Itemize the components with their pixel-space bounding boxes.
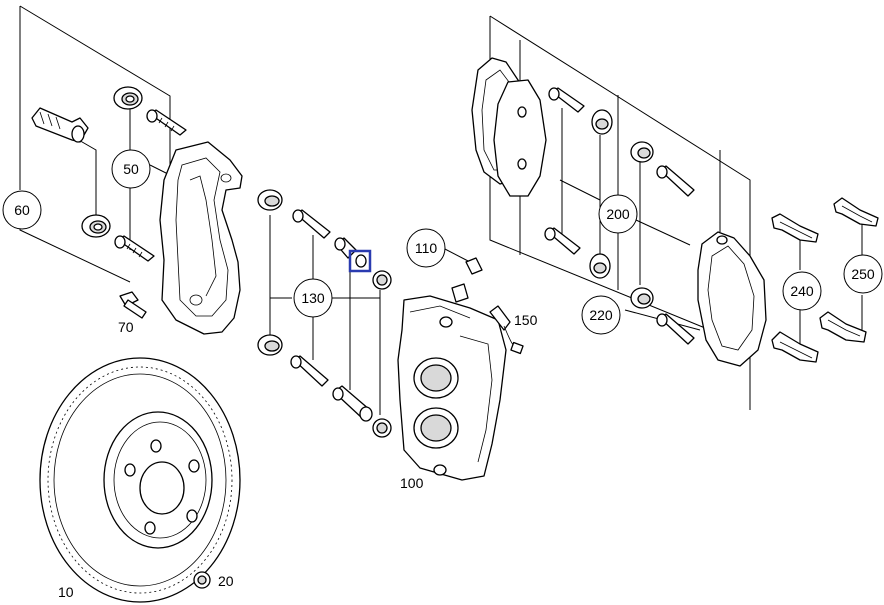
- part-200-top-bolt: [548, 87, 585, 113]
- part-130-top-pin: [292, 209, 331, 239]
- part-240-bottom-clip: [771, 331, 819, 363]
- part-250-bottom-clip: [819, 311, 867, 343]
- part-60-sensor: [31, 107, 89, 143]
- part-110-bleed-screw: [451, 257, 483, 303]
- callout-220[interactable]: 220: [581, 295, 621, 335]
- callout-70-label[interactable]: 70: [118, 319, 134, 335]
- part-130-top-boot: [257, 189, 283, 211]
- part-200-mid-bolt: [544, 227, 581, 255]
- callout-130-label[interactable]: 130: [301, 290, 325, 306]
- callout-130[interactable]: 130: [293, 278, 333, 318]
- callout-60-label[interactable]: 60: [14, 202, 30, 218]
- part-240-top-clip: [771, 213, 819, 243]
- callout-240[interactable]: 240: [782, 271, 822, 311]
- part-250-top-clip: [833, 197, 879, 227]
- part-130-bottom-sleeve: [332, 385, 373, 422]
- callout-60[interactable]: 60: [2, 190, 42, 230]
- callout-20-label[interactable]: 20: [218, 573, 234, 589]
- rear-brake-pad: [697, 231, 767, 367]
- part-150-wear-sensor: [489, 305, 524, 355]
- part-200-top-pin: [656, 165, 695, 197]
- callout-50[interactable]: 50: [111, 149, 151, 189]
- callout-240-label[interactable]: 240: [790, 283, 814, 299]
- part-130-top-seal: [372, 270, 392, 290]
- callout-200[interactable]: 200: [598, 194, 638, 234]
- callout-150-label[interactable]: 150: [514, 312, 538, 328]
- part-130-bottom-boot: [257, 334, 283, 356]
- callout-10-label[interactable]: 10: [58, 584, 74, 600]
- part-10-brake-disc: [39, 357, 241, 603]
- callout-110[interactable]: 110: [406, 228, 446, 268]
- part-130-bottom-seal: [372, 418, 392, 438]
- callout-50-label[interactable]: 50: [123, 161, 139, 177]
- part-130-highlighted-cap[interactable]: [348, 249, 372, 273]
- part-50-top-bolt: [146, 109, 187, 136]
- part-70-bolt: [119, 291, 147, 319]
- callout-110-label[interactable]: 110: [415, 240, 438, 256]
- part-200-mid-bushing: [630, 287, 654, 309]
- part-50-bottom-bolt: [114, 235, 155, 262]
- callout-250-label[interactable]: 250: [851, 266, 875, 282]
- part-50-top-bushing: [113, 86, 143, 110]
- part-130-bottom-pin: [290, 355, 329, 387]
- callout-100-label[interactable]: 100: [400, 475, 424, 491]
- part-200-bottom-pin: [656, 313, 695, 345]
- part-130-sleeve: [334, 237, 357, 259]
- part-200-top-cap: [591, 109, 613, 135]
- callout-220-label[interactable]: 220: [589, 307, 613, 323]
- part-50-bottom-bushing: [81, 214, 111, 238]
- part-100-caliper-housing: [397, 295, 507, 481]
- callout-200-label[interactable]: 200: [606, 206, 630, 222]
- part-200-mid-cap: [589, 253, 611, 279]
- caliper-carrier: [159, 141, 243, 335]
- outer-brake-pad: [493, 79, 547, 197]
- part-200-top-bushing: [630, 141, 654, 163]
- part-20-screw: [193, 571, 211, 589]
- callout-250[interactable]: 250: [843, 254, 883, 294]
